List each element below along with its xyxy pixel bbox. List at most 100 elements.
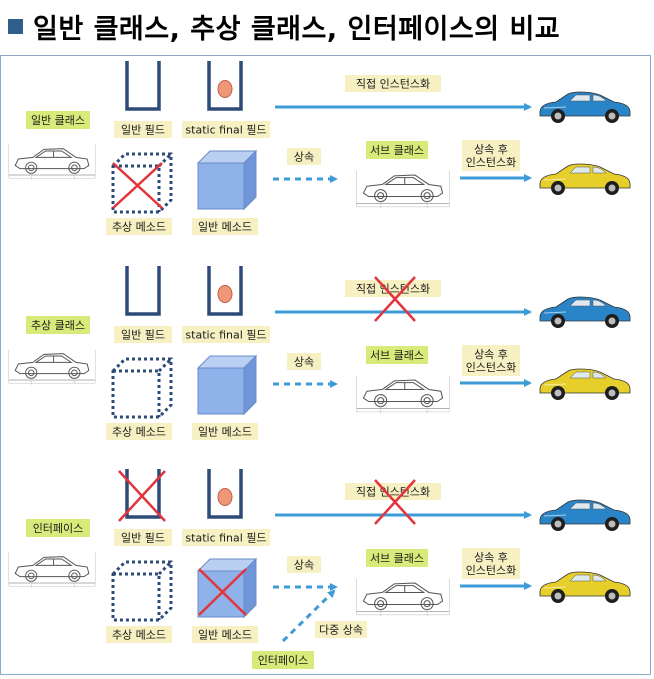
- field-label: 일반 필드: [114, 121, 172, 138]
- title-bullet-square: [8, 18, 23, 34]
- abstract-method-box-icon: [111, 560, 173, 622]
- static-final-label: static final 필드: [182, 326, 270, 343]
- class-type-label: 인터페이스: [26, 519, 90, 537]
- direct-instantiation-label-bg: [345, 280, 441, 297]
- inherit-label-bg: [287, 353, 321, 370]
- direct-instantiation-label-text: 직접 인스턴스화: [356, 78, 430, 91]
- method-label: 일반 메소드: [192, 423, 258, 440]
- sub-class-label-text: 서브 클래스: [370, 552, 424, 565]
- sub-class-label: 서브 클래스: [366, 346, 428, 364]
- interface-source-label: 인터페이스: [252, 651, 314, 669]
- yellow-car-icon: [539, 571, 631, 603]
- field-label: 일반 필드: [114, 326, 172, 343]
- blue-car-icon: [539, 499, 631, 531]
- static-final-label-bg: [182, 529, 270, 546]
- method-label-text: 일반 메소드: [198, 220, 252, 234]
- page-title-text: 일반 클래스, 추상 클래스, 인터페이스의 비교: [33, 13, 561, 45]
- abstract-method-label-text: 추상 메소드: [112, 221, 166, 234]
- sub-class-label-bg: [366, 346, 428, 364]
- static-final-label-text: static final 필드: [185, 532, 266, 545]
- static-final-label-bg: [182, 326, 270, 343]
- method-label-text: 일반 메소드: [198, 628, 252, 642]
- field-label-text: 일반 필드: [121, 123, 165, 137]
- sub-class-label: 서브 클래스: [366, 549, 428, 567]
- direct-instantiation-label-bg: [345, 75, 441, 92]
- sub-class-label-text: 서브 클래스: [370, 144, 424, 157]
- class-type-label-bg: [26, 111, 90, 129]
- direct-instantiation-label-text: 직접 인스턴스화: [356, 486, 430, 499]
- after-inherit-label-bg: [462, 345, 520, 376]
- class-type-label: 추상 클래스: [26, 316, 90, 334]
- blue-car-icon: [539, 91, 631, 123]
- static-final-container-icon: [207, 469, 243, 519]
- blue-car-icon: [539, 296, 631, 328]
- inherit-label-text: 상속: [294, 151, 314, 164]
- field-label-bg: [114, 326, 172, 343]
- diagram-frame: [0, 55, 651, 675]
- field-container-icon: [125, 266, 161, 316]
- abstract-method-label-bg: [106, 423, 172, 440]
- field-label-bg: [114, 121, 172, 138]
- field-container-icon: [125, 61, 161, 111]
- method-cross-icon: [198, 568, 247, 616]
- sub-class-label-bg: [366, 141, 428, 159]
- field-label-bg: [114, 529, 172, 546]
- multi-inheritance-arrow: [281, 589, 336, 643]
- class-type-label-bg: [26, 519, 90, 537]
- static-value-ball: [217, 80, 233, 98]
- direct-instantiation-label: 직접 인스턴스화: [345, 75, 441, 92]
- method-label-bg: [192, 423, 258, 440]
- inherit-label: 상속: [287, 353, 321, 370]
- static-final-label: static final 필드: [182, 529, 270, 546]
- field-label: 일반 필드: [114, 529, 172, 546]
- method-label: 일반 메소드: [192, 626, 258, 643]
- static-final-label-text: static final 필드: [185, 329, 266, 342]
- abstract-method-label-text: 추상 메소드: [112, 629, 166, 642]
- field-cross-icon: [118, 470, 166, 522]
- static-final-label: static final 필드: [182, 121, 270, 138]
- class-type-label: 일반 클래스: [26, 111, 90, 129]
- after-inherit-label-text: 상속 후: [474, 551, 508, 564]
- direct-instantiation-label-text: 직접 인스턴스화: [356, 283, 430, 296]
- after-inherit-label-bg: [462, 548, 520, 579]
- yellow-car-icon: [539, 163, 631, 195]
- interface-source-label-text: 인터페이스: [258, 654, 309, 667]
- page-title: 일반 클래스, 추상 클래스, 인터페이스의 비교: [8, 6, 560, 46]
- class-type-label-bg: [26, 316, 90, 334]
- abstract-method-label-bg: [106, 218, 172, 235]
- inherit-label-text: 상속: [294, 356, 314, 369]
- sub-class-label-text: 서브 클래스: [370, 349, 424, 362]
- inherit-label: 상속: [287, 148, 321, 165]
- method-label-bg: [192, 218, 258, 235]
- after-inherit-label-bg: [462, 140, 520, 171]
- field-container-icon: [125, 469, 161, 519]
- inherit-label-bg: [287, 556, 321, 573]
- inherit-label-text: 상속: [294, 559, 314, 572]
- field-label-text: 일반 필드: [121, 328, 165, 342]
- abstract-cross-icon: [112, 162, 163, 209]
- abstract-method-label-text: 추상 메소드: [112, 426, 166, 439]
- class-type-label-text: 인터페이스: [33, 522, 84, 535]
- method-label-bg: [192, 626, 258, 643]
- static-value-ball: [217, 285, 233, 303]
- multi-inherit-label-bg: [315, 621, 367, 638]
- after-inherit-label-text: 인스턴스화: [466, 156, 517, 169]
- static-final-label-text: static final 필드: [185, 124, 266, 137]
- direct-instantiation-label: 직접 인스턴스화: [345, 280, 441, 297]
- after-inherit-label-text: 상속 후: [474, 143, 508, 156]
- static-final-container-icon: [207, 61, 243, 111]
- interface-source-label-bg: [252, 651, 314, 669]
- after-inherit-label-text: 상속 후: [474, 348, 508, 361]
- direct-cross-icon: [374, 479, 416, 525]
- inherit-label-bg: [287, 148, 321, 165]
- abstract-method-label: 추상 메소드: [106, 218, 172, 235]
- blueprint-car-icon: [8, 552, 96, 588]
- multi-inherit-label: 다중 상속: [315, 621, 367, 638]
